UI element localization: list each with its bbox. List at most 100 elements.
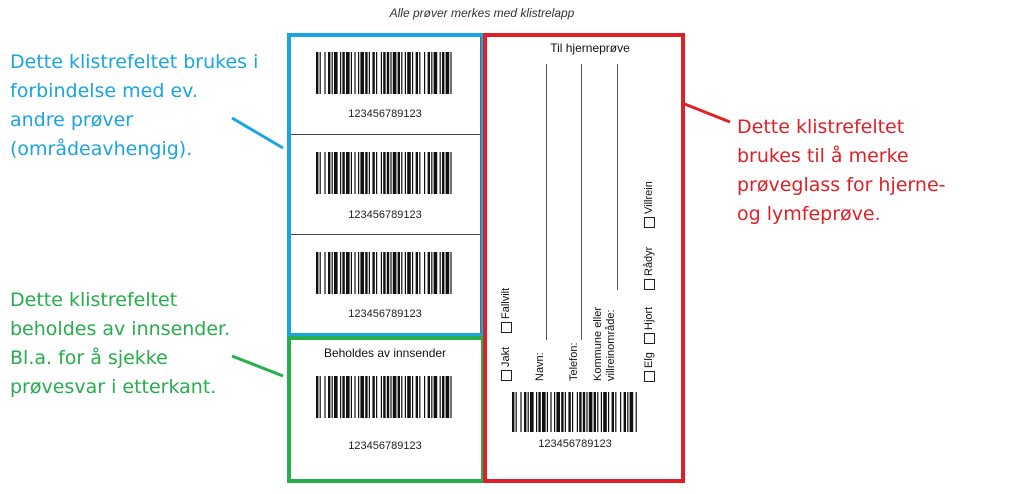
barcode-bar	[331, 52, 333, 94]
barcode-bar	[316, 52, 319, 94]
barcode-bar	[342, 252, 345, 294]
barcode-bar	[340, 152, 342, 194]
barcode-bar	[386, 376, 390, 418]
barcode-bar	[380, 52, 382, 94]
blue-annotation: Dette klistrefeltet brukes i forbindelse…	[10, 51, 259, 160]
barcode-bar	[550, 392, 552, 432]
barcode-bar	[372, 152, 375, 194]
barcode-bar	[334, 52, 338, 94]
barcode-bar	[358, 152, 360, 194]
barcode-bar	[372, 52, 375, 94]
barcode-bar	[324, 52, 326, 94]
barcode-bar	[365, 152, 368, 194]
barcode-bar	[360, 52, 364, 94]
barcode-bar	[386, 152, 390, 194]
barcode-bar	[635, 392, 637, 432]
barcode-bar	[515, 392, 517, 432]
barcode-bar	[350, 252, 352, 294]
barcode-bar	[615, 392, 617, 432]
barcode-bar	[392, 152, 397, 194]
barcode-bar	[442, 252, 445, 294]
barcode-bar	[346, 376, 350, 418]
barcode-bar	[561, 392, 564, 432]
barcode-bar	[346, 152, 350, 194]
barcode-bar	[556, 392, 560, 432]
barcode-bar	[319, 152, 321, 194]
barcode-bar	[334, 252, 338, 294]
barcode-bar	[433, 376, 438, 418]
barcode-bar	[390, 252, 392, 294]
barcode-bar	[328, 252, 331, 294]
column-divider	[480, 36, 481, 336]
name-line	[546, 64, 547, 340]
barcode-bar	[419, 52, 421, 94]
barcode-bar	[424, 52, 426, 94]
barcode-bar	[450, 152, 452, 194]
barcode-bar	[319, 252, 321, 294]
barcode-bar	[350, 376, 352, 418]
barcode-bar	[376, 52, 378, 94]
barcode-bar	[538, 392, 541, 432]
barcode-bar	[331, 376, 333, 418]
barcode-bar	[368, 52, 370, 94]
barcode-bar	[524, 392, 527, 432]
barcode	[316, 376, 452, 418]
barcode-bar	[629, 392, 634, 432]
barcode-bar	[620, 392, 622, 432]
barcode	[316, 152, 452, 194]
barcode-bar	[354, 376, 356, 418]
barcode-bar	[576, 392, 578, 432]
red-pointer-line	[681, 101, 731, 124]
barcode-bar	[427, 252, 430, 294]
barcode-bar	[392, 252, 397, 294]
municipality-line	[617, 64, 618, 290]
barcode-bar	[433, 152, 438, 194]
barcode-bar	[579, 392, 582, 432]
barcode-bar	[368, 252, 370, 294]
barcode-bar	[597, 392, 599, 432]
barcode-bar	[442, 152, 445, 194]
barcode-bar	[407, 52, 411, 94]
barcode-bar	[340, 252, 342, 294]
barcode-bar	[316, 252, 319, 294]
barcode-bar	[342, 152, 345, 194]
barcode-bar	[415, 376, 418, 418]
sticker-code: 123456789123	[348, 308, 422, 320]
barcode-bar	[380, 152, 382, 194]
barcode-bar	[360, 252, 364, 294]
kept-code: 123456789123	[348, 440, 422, 452]
barcode-bar	[342, 376, 345, 418]
barcode-bar	[340, 52, 342, 94]
sticker-divider	[290, 134, 480, 135]
barcode-bar	[354, 152, 356, 194]
barcode-bar	[450, 252, 452, 294]
barcode	[316, 252, 452, 294]
barcode-bar	[404, 252, 406, 294]
barcode-bar	[404, 52, 406, 94]
barcode-bar	[401, 252, 403, 294]
barcode-bar	[439, 376, 441, 418]
barcode-bar	[328, 152, 331, 194]
barcode-bar	[376, 152, 378, 194]
brain-sample-code: 123456789123	[538, 438, 612, 450]
barcode-bar	[450, 52, 452, 94]
barcode-bar	[433, 252, 438, 294]
barcode-bar	[412, 252, 414, 294]
barcode-bar	[334, 152, 338, 194]
barcode-bar	[542, 392, 546, 432]
barcode-bar	[390, 152, 392, 194]
barcode-bar	[586, 392, 588, 432]
barcode-bar	[608, 392, 610, 432]
barcode-bar	[424, 376, 426, 418]
barcode-bar	[415, 152, 418, 194]
barcode-bar	[324, 252, 326, 294]
barcode-bar	[368, 376, 370, 418]
barcode-bar	[554, 392, 556, 432]
barcode-bar	[360, 152, 364, 194]
barcode-bar	[588, 392, 593, 432]
barcode-bar	[419, 152, 421, 194]
barcode-bar	[623, 392, 626, 432]
barcode-bar	[358, 376, 360, 418]
barcode-bar	[342, 52, 345, 94]
barcode-bar	[415, 252, 418, 294]
